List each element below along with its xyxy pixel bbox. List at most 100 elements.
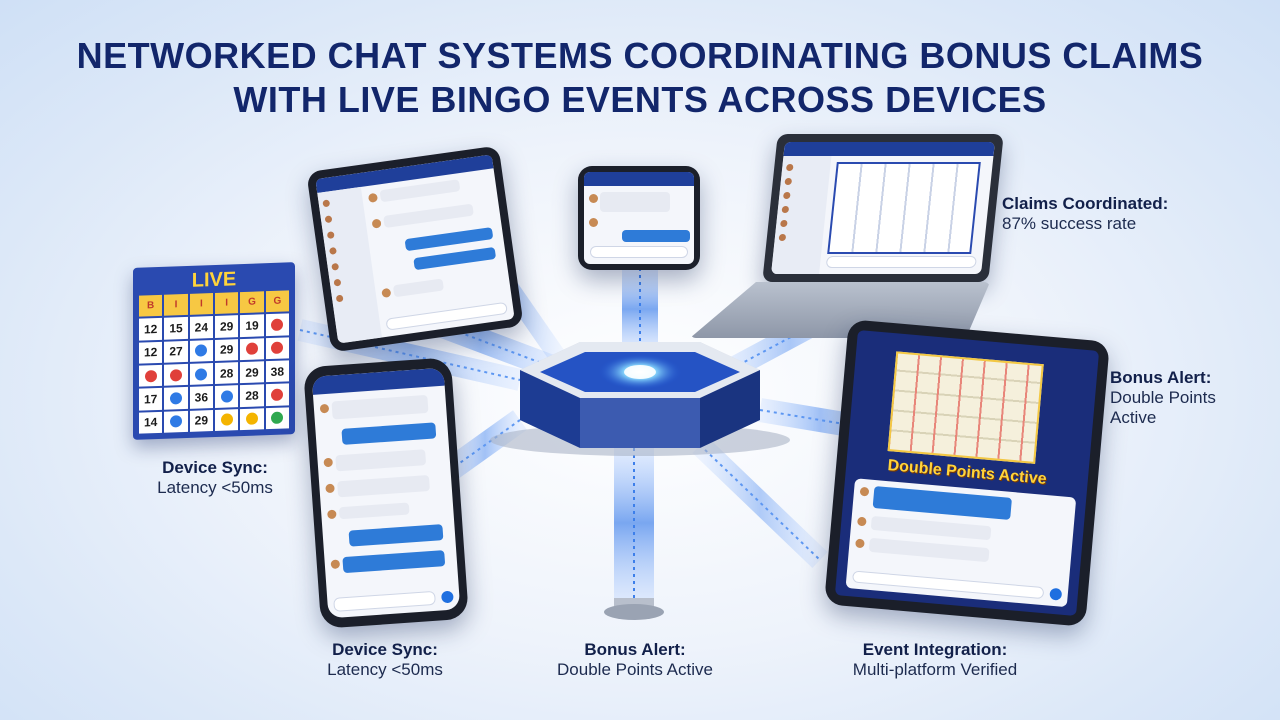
connection-to-top-phone bbox=[622, 268, 658, 350]
caption-claims-coordinated: Claims Coordinated: 87% success rate bbox=[1002, 194, 1202, 234]
chat-bubble-incoming bbox=[383, 203, 474, 229]
app-bar bbox=[584, 172, 694, 186]
app-bar bbox=[311, 367, 445, 395]
message-input[interactable] bbox=[852, 570, 1045, 600]
bingo-cell bbox=[189, 363, 213, 386]
chat-bubble-outgoing bbox=[622, 230, 690, 242]
bingo-ball-icon bbox=[271, 411, 284, 425]
laptop-device bbox=[762, 134, 1004, 282]
bingo-cell bbox=[265, 313, 289, 336]
caption-head: Bonus Alert: bbox=[1110, 368, 1212, 387]
bingo-ball-icon bbox=[271, 388, 284, 401]
bingo-cell: 27 bbox=[164, 340, 188, 363]
chat-bubble-outgoing bbox=[341, 422, 437, 445]
avatar-icon bbox=[326, 231, 335, 240]
caption-device-sync-bottom: Device Sync: Latency <50ms bbox=[300, 640, 470, 680]
bingo-cell bbox=[265, 407, 289, 430]
bingo-cell: 38 bbox=[265, 360, 289, 383]
caption-sub: Latency <50ms bbox=[327, 660, 443, 679]
tablet-chat-panel bbox=[845, 478, 1077, 608]
bingo-ball-icon bbox=[195, 367, 208, 381]
message-input[interactable] bbox=[825, 256, 977, 268]
avatar-icon bbox=[331, 262, 340, 271]
bingo-ball-icon bbox=[195, 344, 208, 357]
bingo-cell: 36 bbox=[189, 386, 213, 409]
caption-head: Device Sync: bbox=[332, 640, 438, 659]
bingo-ball-icon bbox=[169, 368, 182, 382]
bingo-cell bbox=[139, 364, 163, 387]
bingo-ball-icon bbox=[271, 341, 284, 355]
avatar-icon bbox=[381, 287, 392, 298]
right-tablet-screen: Double Points Active bbox=[834, 329, 1100, 617]
avatar-icon bbox=[589, 194, 598, 203]
left-tablet-screen bbox=[315, 154, 515, 344]
bingo-cell bbox=[164, 363, 188, 387]
caption-head: Device Sync: bbox=[162, 458, 268, 477]
chat-bubble-incoming bbox=[337, 474, 430, 498]
server-hub-icon bbox=[490, 342, 790, 456]
chat-bubble-incoming bbox=[331, 394, 429, 420]
bingo-ball-icon bbox=[245, 342, 258, 356]
caption-device-sync-left: Device Sync: Latency <50ms bbox=[130, 458, 300, 498]
bingo-cell: 29 bbox=[215, 338, 239, 361]
bingo-cell: 12 bbox=[139, 341, 163, 364]
title-line-2: WITH LIVE BINGO EVENTS ACROSS DEVICES bbox=[233, 79, 1047, 120]
bingo-cell: 28 bbox=[215, 362, 239, 385]
avatar-icon bbox=[859, 486, 870, 497]
bingo-cell bbox=[164, 387, 188, 410]
bingo-cell: 24 bbox=[189, 316, 213, 339]
live-bingo-card: LIVE B I I I G G 12 15 24 29 19 12 27 29… bbox=[133, 262, 295, 440]
caption-sub: Latency <50ms bbox=[157, 478, 273, 497]
chat-bubble-outgoing bbox=[348, 524, 444, 547]
bingo-cell: 29 bbox=[240, 361, 264, 384]
avatar-icon bbox=[333, 278, 342, 287]
bingo-cell bbox=[265, 383, 289, 406]
caption-head: Event Integration: bbox=[862, 640, 1008, 659]
message-input[interactable] bbox=[590, 246, 688, 258]
avatar-icon bbox=[324, 215, 333, 224]
avatar-icon bbox=[784, 178, 793, 185]
chat-bubble-outgoing bbox=[413, 246, 497, 271]
bingo-cell bbox=[164, 410, 188, 433]
avatar-icon bbox=[856, 516, 867, 527]
caption-bonus-alert-bottom: Bonus Alert: Double Points Active bbox=[530, 640, 740, 680]
caption-head: Bonus Alert: bbox=[584, 640, 686, 659]
page-title: NETWORKED CHAT SYSTEMS COORDINATING BONU… bbox=[0, 34, 1280, 122]
avatar-icon bbox=[778, 234, 787, 241]
chat-bubble-outgoing bbox=[872, 485, 1012, 520]
caption-sub: Double Points Active bbox=[557, 660, 713, 679]
caption-head: Claims Coordinated: bbox=[1002, 194, 1169, 213]
bingo-ball-icon bbox=[144, 369, 157, 383]
bingo-ball-icon bbox=[245, 412, 258, 426]
bingo-ball-icon bbox=[271, 318, 284, 331]
chat-bubble-incoming bbox=[338, 502, 410, 520]
base-pillar bbox=[604, 598, 664, 620]
avatar-icon bbox=[329, 246, 337, 255]
caption-sub: 87% success rate bbox=[1002, 214, 1137, 233]
bingo-cell: 12 bbox=[139, 318, 163, 341]
bingo-cell: 28 bbox=[240, 384, 264, 407]
bingo-cell bbox=[265, 337, 289, 360]
chat-bubble-incoming bbox=[335, 449, 427, 472]
title-line-1: NETWORKED CHAT SYSTEMS COORDINATING BONU… bbox=[76, 35, 1204, 76]
chat-bubble-incoming bbox=[600, 192, 670, 212]
avatar-icon bbox=[335, 294, 344, 303]
chat-bubble-outgoing bbox=[404, 227, 494, 252]
avatar-icon bbox=[327, 509, 337, 520]
bingo-cell: 14 bbox=[139, 411, 163, 434]
avatar-icon bbox=[322, 199, 331, 208]
bingo-ball-icon bbox=[169, 415, 182, 428]
chat-bubble-outgoing bbox=[342, 550, 446, 574]
caption-sub: Active bbox=[1110, 408, 1157, 427]
bingo-header-cell: I bbox=[164, 293, 188, 317]
avatar-icon bbox=[325, 483, 335, 494]
bingo-cell bbox=[240, 337, 264, 361]
chat-bubble-incoming bbox=[392, 278, 445, 298]
send-icon[interactable] bbox=[440, 590, 454, 604]
message-input[interactable] bbox=[385, 301, 508, 331]
tablet-bingo-grid-lines bbox=[889, 353, 1042, 462]
message-input[interactable] bbox=[333, 590, 436, 612]
bingo-cell: 15 bbox=[164, 317, 188, 340]
send-icon[interactable] bbox=[1049, 587, 1063, 601]
bingo-header-cell: B bbox=[139, 294, 163, 317]
